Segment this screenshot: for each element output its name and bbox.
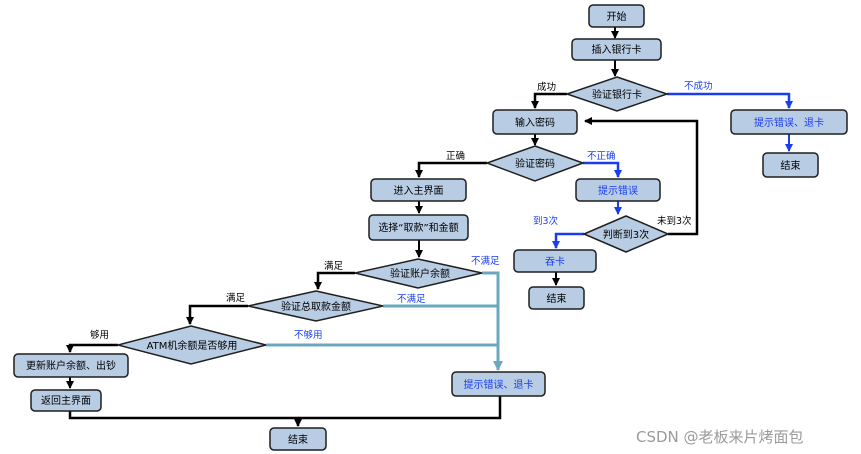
watermark: CSDN @老板来片烤面包 [636,428,804,446]
node-end-mid[interactable]: 结束 [528,286,585,310]
label-correct: 正确 [446,150,465,162]
label-enough: 够用 [90,330,109,341]
node-prompt-error-top-label: 提示错误、退卡 [754,116,824,129]
label-not-satisfied-1: 不满足 [471,256,500,267]
node-select-withdraw-label: 选择“取款”和金额 [378,221,458,234]
edge-verify-success [531,92,567,109]
node-end-top-right-label: 结束 [781,159,801,172]
label-reached-three: 到3次 [533,215,559,227]
node-insert-card-label: 插入银行卡 [592,43,642,56]
edge-atm-enough [66,343,118,353]
edge-balance-satisfied [314,271,355,290]
node-verify-total-withdraw[interactable]: 验证总取款金额 [247,290,384,322]
node-prompt-error-bottom[interactable]: 提示错误、退卡 [451,371,546,397]
node-update-balance-label: 更新账户余额、出钞 [26,359,116,372]
node-enter-password[interactable]: 输入密码 [492,109,578,135]
node-end-bottom-label: 结束 [288,433,308,446]
node-verify-account-balance[interactable]: 验证账户余额 [354,258,483,289]
node-swallow-card[interactable]: 吞卡 [513,249,597,273]
edge-labels: 成功 不成功 正确 不正确 到3次 未到3次 满足 不满足 满足 不满足 够用 … [90,80,713,341]
node-judge-three-label: 判断到3次 [603,228,649,241]
edge-return-end [68,411,302,427]
node-prompt-error-bottom-label: 提示错误、退卡 [464,378,534,391]
edge-verify-fail [667,92,793,109]
node-end-bottom[interactable]: 结束 [269,427,327,451]
label-success: 成功 [537,81,556,93]
label-not-enough: 不够用 [294,330,323,341]
node-judge-three[interactable]: 判断到3次 [582,215,670,253]
edge-password-incorrect [583,161,622,178]
label-not-satisfied-2: 不满足 [397,294,426,305]
node-insert-card[interactable]: 插入银行卡 [571,38,662,61]
label-satisfied-2: 满足 [226,293,246,304]
node-atm-balance-check[interactable]: ATM机余额是否够用 [115,325,267,365]
label-fail: 不成功 [684,80,713,92]
node-end-top-right[interactable]: 结束 [762,152,819,178]
node-end-mid-label: 结束 [547,292,567,305]
node-verify-card-label: 验证银行卡 [592,88,642,101]
node-update-balance[interactable]: 更新账户余额、出钞 [13,353,129,378]
node-verify-password[interactable]: 验证密码 [484,145,586,182]
edge-error-bottom-end [298,396,502,420]
node-verify-account-balance-label: 验证账户余额 [390,267,450,280]
edge-judge-loop [584,117,699,236]
node-prompt-error-label: 提示错误 [598,184,638,197]
edge-password-correct [415,161,487,178]
node-verify-total-withdraw-label: 验证总取款金额 [281,300,351,313]
node-enter-main[interactable]: 进入主界面 [370,178,467,202]
node-select-withdraw[interactable]: 选择“取款”和金额 [368,214,469,241]
label-not-reached-three: 未到3次 [657,215,692,227]
edge-total-satisfied [186,304,248,325]
edges [66,27,793,427]
nodes: 开始 插入银行卡 验证银行卡 输入密码 提示错误、退卡 结束 验证密码 进入主 [13,4,848,451]
edge-balance-not-satisfied [482,271,503,371]
node-start-label: 开始 [607,10,627,23]
node-return-main-label: 返回主界面 [41,395,91,407]
edge-judge-reached [552,232,584,249]
label-incorrect: 不正确 [587,150,616,162]
node-verify-card[interactable]: 验证银行卡 [564,76,670,112]
node-prompt-error-top[interactable]: 提示错误、退卡 [730,109,848,135]
node-prompt-error[interactable]: 提示错误 [575,178,661,202]
label-satisfied-1: 满足 [324,261,344,272]
node-start[interactable]: 开始 [588,4,645,28]
node-return-main[interactable]: 返回主界面 [30,389,102,412]
node-enter-password-label: 输入密码 [515,116,555,129]
node-atm-balance-check-label: ATM机余额是否够用 [147,339,238,352]
node-enter-main-label: 进入主界面 [394,185,444,197]
node-swallow-card-label: 吞卡 [545,255,565,268]
node-verify-password-label: 验证密码 [515,157,555,170]
